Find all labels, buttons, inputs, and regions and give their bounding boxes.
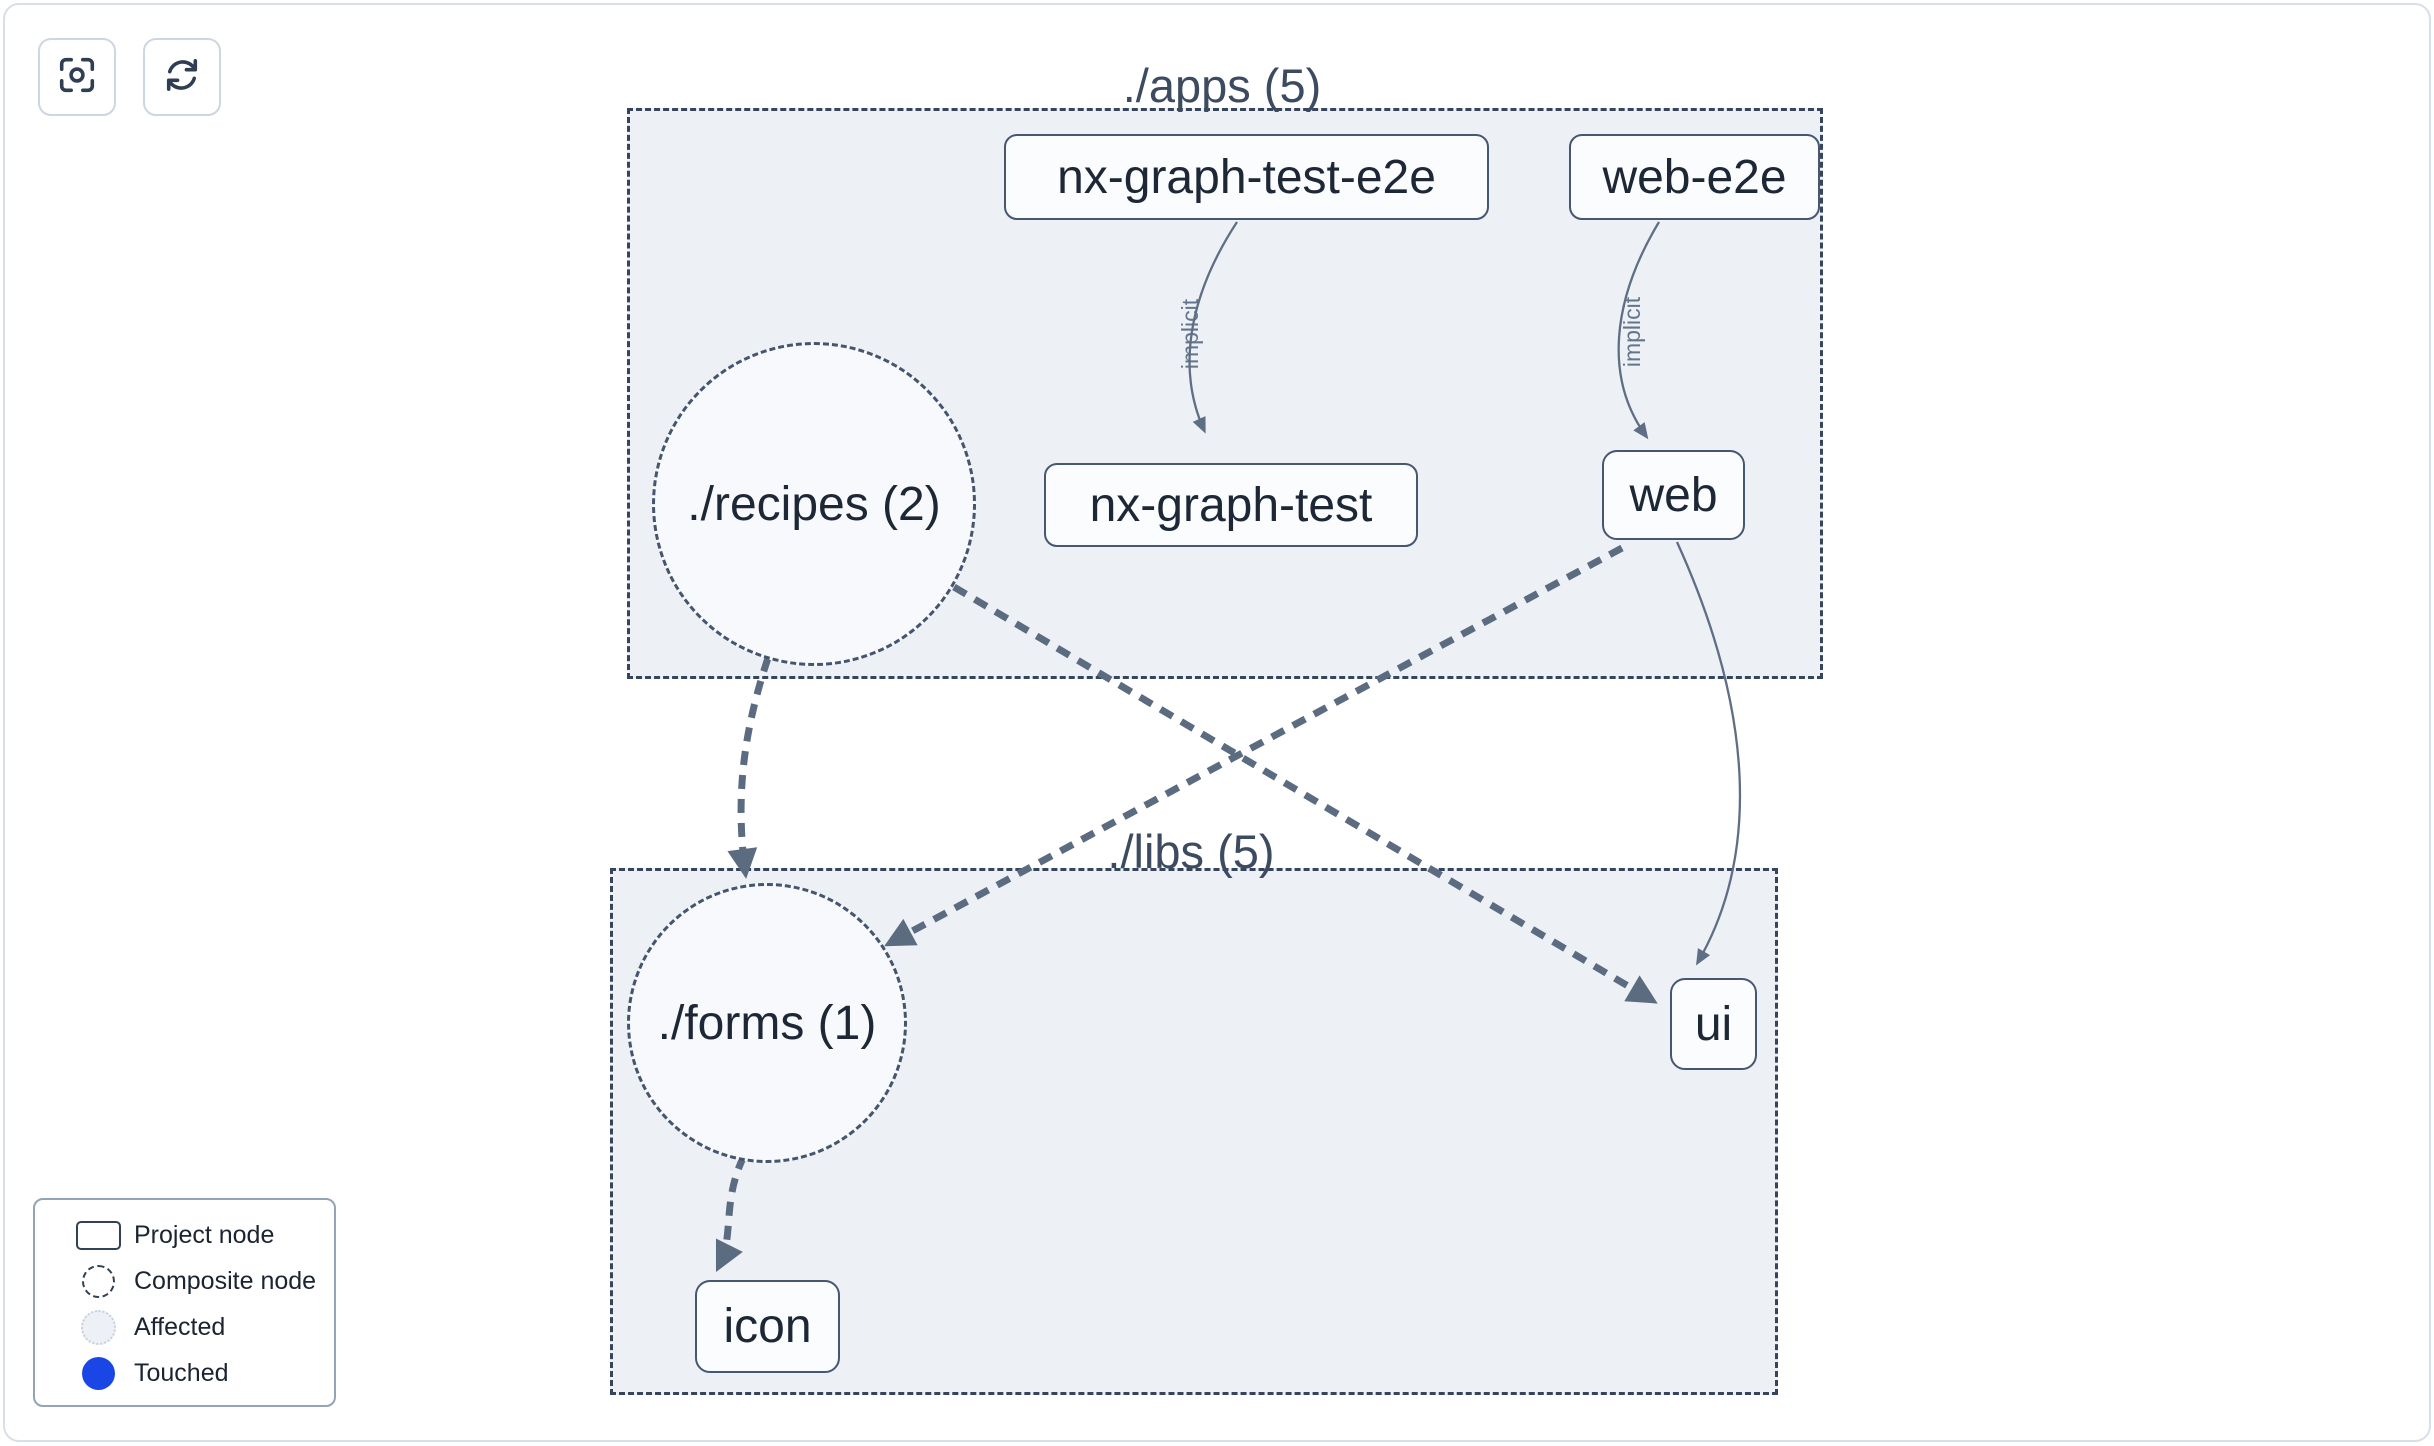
legend-item-composite-node: Composite node — [35, 1258, 334, 1304]
legend: Project node Composite node Affected Tou… — [33, 1198, 336, 1407]
edge-web-e2e-to-web[interactable] — [1617, 221, 1660, 440]
legend-item-project-node: Project node — [35, 1212, 334, 1258]
affected-swatch — [80, 1309, 116, 1345]
project-node-web[interactable]: web — [1602, 450, 1745, 540]
edge-nx-graph-test-e2e-to-nx-graph-test[interactable] — [1188, 221, 1238, 434]
composite-node-forms[interactable]: ./forms (1) — [627, 883, 907, 1163]
legend-item-affected: Affected — [35, 1304, 334, 1350]
project-node-ui[interactable]: ui — [1670, 978, 1757, 1070]
composite-node-recipes[interactable]: ./recipes (2) — [652, 342, 976, 666]
project-node-nx-graph-test-e2e[interactable]: nx-graph-test-e2e — [1004, 134, 1489, 220]
legend-label: Touched — [134, 1358, 229, 1387]
legend-item-touched: Touched — [35, 1350, 334, 1396]
project-node-swatch — [75, 1220, 121, 1250]
project-node-web-e2e[interactable]: web-e2e — [1569, 134, 1820, 220]
project-node-icon[interactable]: icon — [695, 1280, 840, 1373]
project-node-nx-graph-test[interactable]: nx-graph-test — [1044, 463, 1418, 547]
composite-node-swatch — [81, 1264, 115, 1298]
legend-label: Composite node — [134, 1266, 317, 1295]
focus-center-button[interactable] — [38, 38, 116, 116]
edge-forms-to-icon[interactable] — [715, 1154, 748, 1273]
group-title-apps: ./apps (5) — [1122, 59, 1322, 112]
legend-label: Project node — [134, 1220, 275, 1249]
edge-web-to-ui[interactable] — [1675, 541, 1742, 966]
focus-center-icon — [58, 56, 96, 99]
refresh-button[interactable] — [143, 38, 221, 116]
refresh-icon — [163, 56, 201, 99]
edge-web-to-forms[interactable] — [884, 544, 1624, 947]
edge-recipes-to-ui[interactable] — [952, 583, 1658, 1004]
edge-recipes-to-forms[interactable] — [727, 656, 772, 879]
group-title-libs: ./libs (5) — [1107, 825, 1275, 878]
legend-label: Affected — [134, 1312, 226, 1341]
toolbar — [38, 38, 221, 116]
touched-swatch — [81, 1356, 115, 1390]
